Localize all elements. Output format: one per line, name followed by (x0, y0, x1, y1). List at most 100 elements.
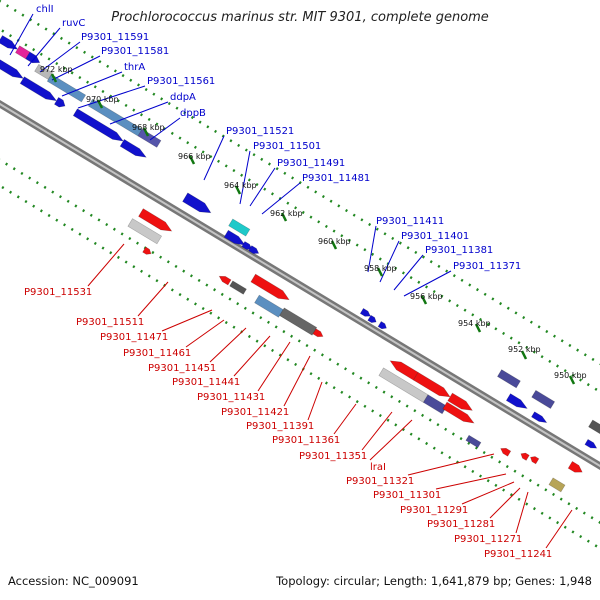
label-connector (545, 509, 573, 549)
reverse-gene-feature[interactable] (465, 434, 482, 449)
forward-gene-feature[interactable] (241, 241, 253, 250)
gene-label[interactable]: P9301_11271 (454, 534, 522, 545)
gene-label[interactable]: P9301_11581 (101, 46, 169, 57)
gene-label[interactable]: P9301_11241 (484, 549, 552, 560)
reverse-gene-feature[interactable] (254, 294, 284, 318)
gene-label[interactable]: P9301_11351 (299, 451, 367, 462)
scale-tick-label: 958 kbp (364, 264, 397, 273)
forward-gene-feature[interactable] (72, 108, 124, 142)
gene-label[interactable]: dppB (180, 108, 206, 119)
reverse-gene-feature[interactable] (548, 477, 566, 493)
accession-text: Accession: NC_009091 (8, 574, 139, 588)
scale-tick (474, 323, 482, 333)
reverse-gene-feature[interactable] (442, 401, 475, 424)
scale-tick-label: 968 kbp (132, 123, 165, 132)
reverse-gene-feature[interactable] (127, 218, 163, 245)
label-connector (361, 411, 393, 451)
label-connector (203, 135, 225, 181)
gene-label[interactable]: P9301_11401 (401, 231, 469, 242)
gene-label[interactable]: thrA (124, 62, 145, 73)
forward-gene-feature[interactable] (223, 229, 246, 246)
reverse-gene-feature[interactable] (312, 328, 324, 338)
reverse-gene-feature[interactable] (218, 275, 232, 286)
forward-gene-feature[interactable] (19, 76, 58, 102)
scale-tick-label: 964 kbp (224, 181, 257, 190)
map-title: Prochlorococcus marinus str. MIT 9301, c… (111, 10, 489, 25)
forward-gene-feature[interactable] (584, 438, 598, 449)
label-connector (379, 240, 400, 283)
gene-label[interactable]: P9301_11501 (253, 141, 321, 152)
gene-label[interactable]: P9301_11441 (172, 377, 240, 388)
reverse-gene-feature[interactable] (530, 456, 540, 465)
forward-gene-feature[interactable] (119, 139, 147, 158)
reverse-gene-feature[interactable] (520, 452, 530, 461)
forward-gene-feature[interactable] (0, 35, 19, 50)
reverse-gene-feature[interactable] (250, 273, 290, 301)
label-connector (257, 341, 291, 392)
gene-label[interactable]: P9301_11431 (197, 392, 265, 403)
forward-gene-feature[interactable] (497, 369, 521, 389)
label-connector (149, 117, 181, 141)
gene-label[interactable]: P9301_11361 (272, 435, 340, 446)
gene-label[interactable]: ruvC (62, 18, 85, 29)
gene-label[interactable]: P9301_11471 (100, 332, 168, 343)
reverse-gene-feature[interactable] (389, 360, 419, 381)
gene-label[interactable]: P9301_11291 (400, 505, 468, 516)
reverse-gene-feature[interactable] (229, 280, 247, 295)
gene-label[interactable]: lraI (370, 462, 386, 473)
gene-label[interactable]: P9301_11491 (277, 158, 345, 169)
reverse-gene-feature[interactable] (138, 208, 173, 232)
gene-label[interactable]: chlI (36, 4, 54, 15)
gene-label[interactable]: P9301_11371 (453, 261, 521, 272)
forward-gene-feature[interactable] (588, 419, 600, 435)
reverse-gene-feature[interactable] (500, 447, 512, 457)
topology-text: Topology: circular; Length: 1,641,879 bp… (276, 574, 592, 588)
gene-label[interactable]: P9301_11531 (24, 287, 92, 298)
forward-gene-feature[interactable] (182, 192, 212, 214)
scale-tick-label: 960 kbp (318, 237, 351, 246)
gene-label[interactable]: P9301_11461 (123, 348, 191, 359)
forward-gene-feature[interactable] (367, 314, 377, 323)
scale-tick (50, 73, 58, 83)
label-connector (61, 71, 123, 97)
gene-label[interactable]: P9301_11421 (221, 407, 289, 418)
gene-label[interactable]: P9301_11451 (148, 363, 216, 374)
reverse-gene-feature[interactable] (413, 371, 451, 398)
gene-label[interactable]: P9301_11391 (246, 421, 314, 432)
forward-gene-feature[interactable] (377, 321, 387, 330)
label-connector (393, 254, 424, 291)
forward-gene-feature[interactable] (0, 49, 24, 79)
label-connector (307, 381, 323, 421)
reverse-gene-feature[interactable] (567, 461, 583, 473)
reverse-gene-feature[interactable] (422, 394, 448, 415)
gene-label[interactable]: P9301_11511 (76, 317, 144, 328)
gene-label[interactable]: P9301_11481 (302, 173, 370, 184)
gene-label[interactable]: P9301_11521 (226, 126, 294, 137)
label-connector (39, 41, 81, 73)
reverse-gene-feature[interactable] (142, 246, 152, 255)
reverse-gene-feature[interactable] (279, 307, 318, 336)
forward-gene-feature[interactable] (248, 245, 260, 254)
gene-label[interactable]: P9301_11561 (147, 76, 215, 87)
label-connector (515, 491, 529, 534)
label-connector (333, 403, 357, 435)
reverse-gene-feature[interactable] (447, 392, 473, 411)
forward-gene-feature[interactable] (228, 218, 251, 237)
forward-gene-feature[interactable] (505, 393, 528, 409)
forward-gene-feature[interactable] (25, 51, 41, 64)
gene-label[interactable]: P9301_11591 (81, 32, 149, 43)
gene-label[interactable]: ddpA (170, 92, 196, 103)
forward-gene-feature[interactable] (531, 389, 556, 409)
forward-gene-feature[interactable] (53, 96, 66, 108)
forward-gene-feature[interactable] (531, 411, 548, 423)
label-connector (369, 419, 413, 461)
gene-label[interactable]: P9301_11301 (373, 490, 441, 501)
forward-gene-feature[interactable] (359, 307, 371, 317)
gene-label[interactable]: P9301_11381 (425, 245, 493, 256)
scale-tick-label: 954 kbp (458, 319, 491, 328)
label-connector (435, 473, 507, 490)
gene-label[interactable]: P9301_11281 (427, 519, 495, 530)
label-connector (407, 453, 495, 476)
gene-label[interactable]: P9301_11321 (346, 476, 414, 487)
gene-label[interactable]: P9301_11411 (376, 216, 444, 227)
